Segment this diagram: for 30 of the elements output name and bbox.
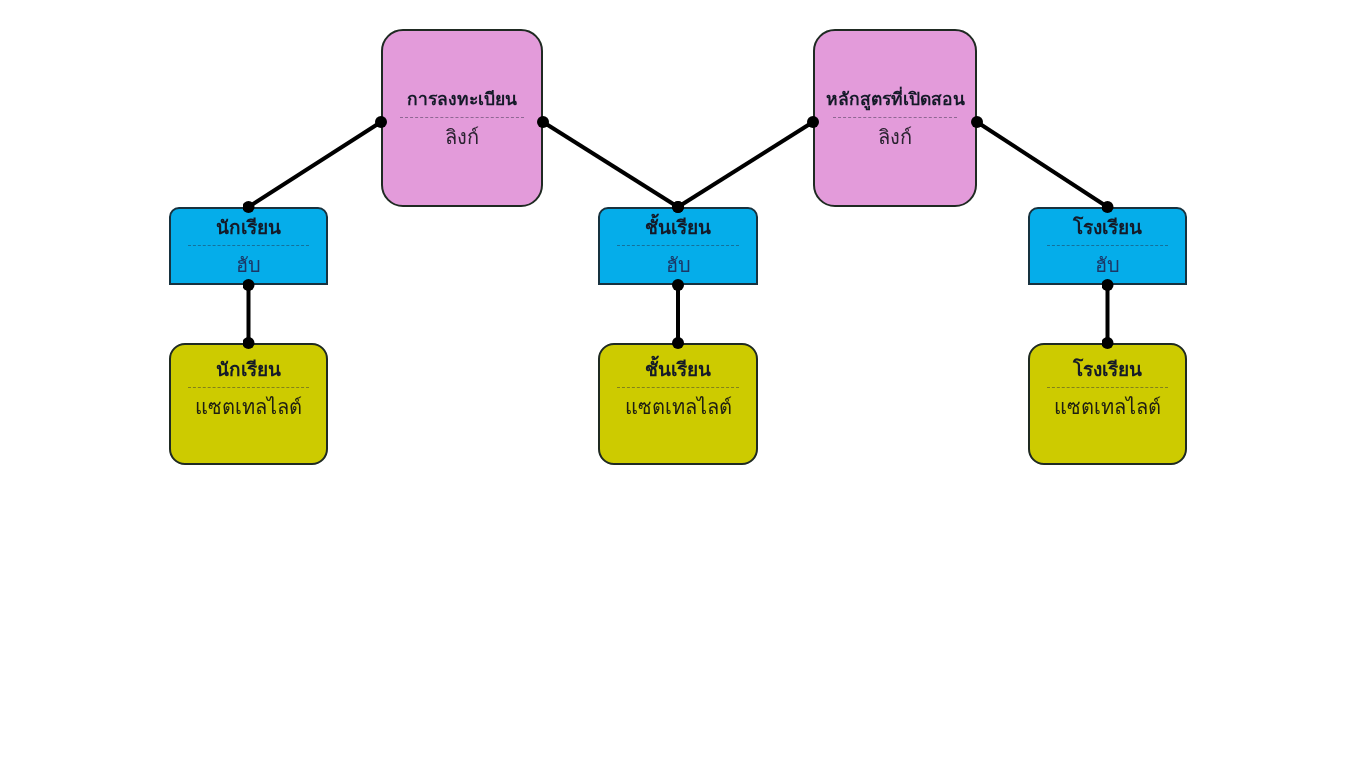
connector-line: [971, 116, 1114, 213]
connector-line: [242, 279, 255, 349]
entity-name: โรงเรียน: [1073, 214, 1142, 239]
entity-type-label: ลิงก์: [878, 123, 912, 150]
hub-box: [1028, 207, 1187, 285]
entity-type-label: ฮับ: [236, 251, 261, 278]
satellite-box: [169, 343, 328, 465]
connector-line: [672, 116, 819, 213]
satellite-box: [1028, 343, 1187, 465]
link-box: [813, 29, 977, 207]
satellite-box: [598, 343, 758, 465]
link-box: [381, 29, 543, 207]
connector-line: [1101, 279, 1114, 349]
entity-name: ชั้นเรียน: [645, 357, 711, 381]
entity-name: การลงทะเบียน: [407, 87, 517, 111]
entity-name: หลักสูตรที่เปิดสอน: [825, 86, 965, 111]
entity-type-label: แซตเทลไลต์: [624, 394, 732, 420]
entity-name: นักเรียน: [216, 214, 281, 239]
entity-name: โรงเรียน: [1073, 357, 1142, 381]
connector-line: [672, 279, 684, 349]
entity-type-label: แซตเทลไลต์: [1054, 394, 1161, 420]
entity-type-label: ลิงก์: [445, 123, 479, 150]
entity-type-label: ฮับ: [665, 251, 691, 278]
entity-name: ชั้นเรียน: [645, 214, 711, 239]
entity-type-label: แซตเทลไลต์: [195, 394, 302, 420]
entity-name: นักเรียน: [216, 357, 281, 381]
entity-type-label: ฮับ: [1095, 251, 1120, 278]
hub-box: [169, 207, 328, 285]
connector-line: [242, 116, 387, 213]
hub-box: [598, 207, 758, 285]
